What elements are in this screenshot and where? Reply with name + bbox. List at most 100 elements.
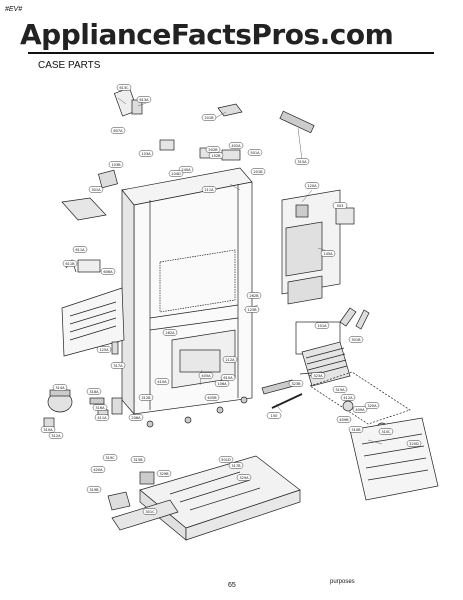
callout-text: 152B (211, 154, 221, 158)
callout-text: 319B (89, 488, 99, 492)
left-side-parts (43, 169, 125, 429)
callout-text: 319A (335, 388, 345, 392)
callout-text: 410A (157, 380, 167, 384)
callout-bubble (62, 260, 78, 267)
callout-text: 104D (171, 172, 181, 176)
callout-text: 315A (297, 160, 307, 164)
callout-text: 301B (351, 338, 361, 342)
callout-bubble (142, 508, 158, 515)
callout-text: 211A (204, 188, 214, 192)
callout-text: 320D (409, 442, 419, 446)
callout-bubble (156, 470, 172, 477)
callout-bubble (154, 378, 170, 385)
callout-text: 502B (208, 148, 218, 152)
machine-room-cover (309, 371, 439, 501)
callout-310a: 310A (40, 426, 56, 433)
callout-text: 150 (271, 414, 279, 418)
callout-bubble (100, 268, 116, 275)
callout-text: 319C (105, 456, 115, 460)
callout-text: 323A (313, 374, 323, 378)
callout-201b: 201B (201, 114, 217, 121)
callout-bubble (320, 250, 336, 257)
leveling-feet (146, 396, 248, 428)
callout-316a: 316A (92, 404, 108, 411)
callout-bubble (138, 394, 154, 401)
callout-text: 402A (231, 144, 241, 148)
callout-125b: 125B (244, 306, 260, 313)
base-tray-assembly (107, 455, 301, 541)
footer-note: purposes (330, 579, 355, 585)
callout-bubble (218, 456, 234, 463)
callout-bubble (348, 336, 364, 343)
callout-text: 101A (317, 324, 327, 328)
callout-text: 106A (217, 382, 227, 386)
callout-bubble (88, 186, 104, 193)
callout-104d: 104D (168, 170, 184, 177)
callout-bubble (92, 404, 108, 411)
callout-text: 420A (93, 468, 103, 472)
callout-text: 240A (181, 168, 191, 172)
callout-329a: 329A (236, 474, 252, 481)
callout-text: 323B (291, 382, 301, 386)
callout-bubble (236, 474, 252, 481)
callout-text: 103A (141, 152, 151, 156)
callout-310c: 310C (378, 428, 394, 435)
callout-bubble (288, 380, 304, 387)
callout-411a: 411A (94, 414, 110, 421)
callout-bubble (128, 414, 144, 421)
callout-607a: 607A (110, 127, 126, 134)
callout-text: 262A (165, 331, 175, 335)
callout-text: 606A (103, 270, 113, 274)
callout-bubble (178, 166, 194, 173)
callout-bubble (94, 414, 110, 421)
callout-text: 125A (99, 348, 109, 352)
callout-310b: 310B (348, 426, 364, 433)
callout-text: 310C (381, 430, 391, 434)
callout-420a: 420A (90, 466, 106, 473)
callout-301c: 301C (142, 508, 158, 515)
callout-bubble (214, 380, 230, 387)
title-rule (28, 52, 434, 54)
callout-262b: 262B (246, 292, 262, 299)
callout-bubble (162, 329, 178, 336)
callout-bubble (201, 186, 217, 193)
callout-text: 125B (247, 308, 257, 312)
callout-301b: 301B (348, 336, 364, 343)
callout-text: 120A (307, 184, 317, 188)
callout-bubble (228, 462, 244, 469)
callout-405b: 405B (204, 394, 220, 401)
callout-412a: 412A (340, 394, 356, 401)
callout-125a: 125A (96, 346, 112, 353)
callout-410a: 410A (154, 378, 170, 385)
callout-text: 315B (133, 458, 143, 462)
callout-606a: 606A (100, 268, 116, 275)
callout-text: 301A (91, 188, 101, 192)
callout-152b: 152B (208, 152, 224, 159)
rear-panel-assembly (281, 189, 355, 305)
callout-text: 329A (239, 476, 249, 480)
callout-bubble (96, 346, 112, 353)
callout-text: 411A (97, 416, 107, 420)
callout-317b: 317B (228, 462, 244, 469)
callout-text: 206A (131, 416, 141, 420)
page-number: 65 (228, 582, 236, 589)
callout-bubble (168, 170, 184, 177)
callout-323b: 323B (288, 380, 304, 387)
callout-613c: 613C (116, 84, 132, 91)
callout-312a: 312A (48, 432, 64, 439)
callout-bubble (304, 182, 320, 189)
callout-text: 201B (204, 116, 214, 120)
callout-bubble (336, 416, 352, 423)
site-watermark: ApplianceFactsPros.com (20, 18, 394, 51)
callout-bubble (110, 362, 126, 369)
evaporator-coil (301, 341, 351, 387)
callout-501a: 501A (247, 149, 263, 156)
callout-120a: 120A (304, 182, 320, 189)
callout-text: 212A (225, 358, 235, 362)
callout-502b: 502B (205, 146, 221, 153)
callout-bubble (314, 322, 330, 329)
callout-318a: 318A (86, 388, 102, 395)
callout-bubble (198, 372, 214, 379)
callout-bubble (108, 161, 124, 168)
